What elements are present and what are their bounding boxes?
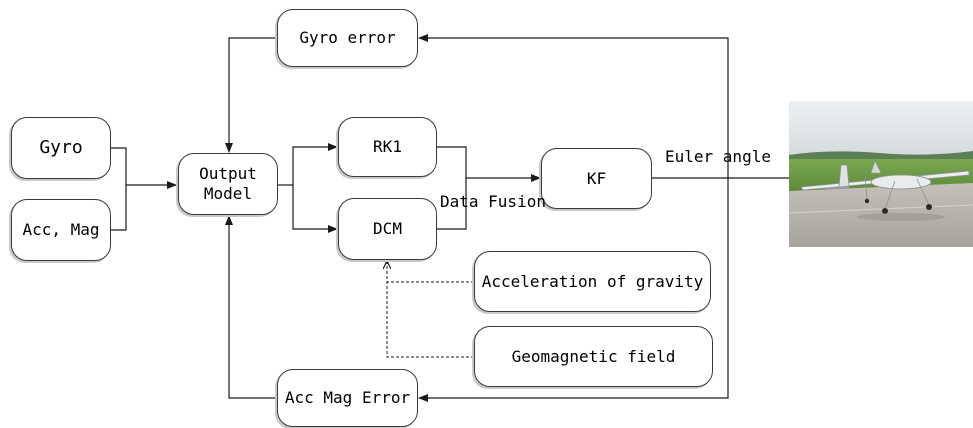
data-fusion-label: Data Fusion xyxy=(440,192,546,211)
gyro-block: Gyro xyxy=(11,117,111,179)
output-model-to-rk1-arrow xyxy=(292,143,338,185)
gyro-error-to-output-model-arrow xyxy=(225,37,277,153)
rk1-block: RK1 xyxy=(338,117,437,177)
dcm-block: DCM xyxy=(338,198,437,260)
feedback-to-acc-mag-error-arrow xyxy=(418,178,729,402)
acc-mag-error-block: Acc Mag Error xyxy=(277,369,418,427)
kf-block: KF xyxy=(541,148,652,209)
acc-mag-block: Acc, Mag xyxy=(11,199,111,261)
output-model-block: Output Model xyxy=(178,153,278,215)
uav-aircraft-photo xyxy=(789,101,973,247)
feedback-to-gyro-error-arrow xyxy=(418,34,729,178)
gyro-error-block: Gyro error xyxy=(277,9,418,67)
acceleration-of-gravity-block: Acceleration of gravity xyxy=(474,251,711,312)
geomagnetic-to-dcm-dashed-arrow xyxy=(387,261,474,358)
geomagnetic-field-block: Geomagnetic field xyxy=(474,326,713,387)
output-model-to-dcm-arrow xyxy=(292,185,338,233)
rk1-dcm-merge-line xyxy=(437,146,467,230)
uav-aircraft-image xyxy=(789,101,973,247)
euler-angle-label: Euler angle xyxy=(665,147,771,166)
gravity-to-dcm-dashed-arrow xyxy=(387,261,474,283)
acc-mag-error-to-output-model-arrow xyxy=(225,215,277,399)
gyro-to-bus-line xyxy=(111,147,127,231)
